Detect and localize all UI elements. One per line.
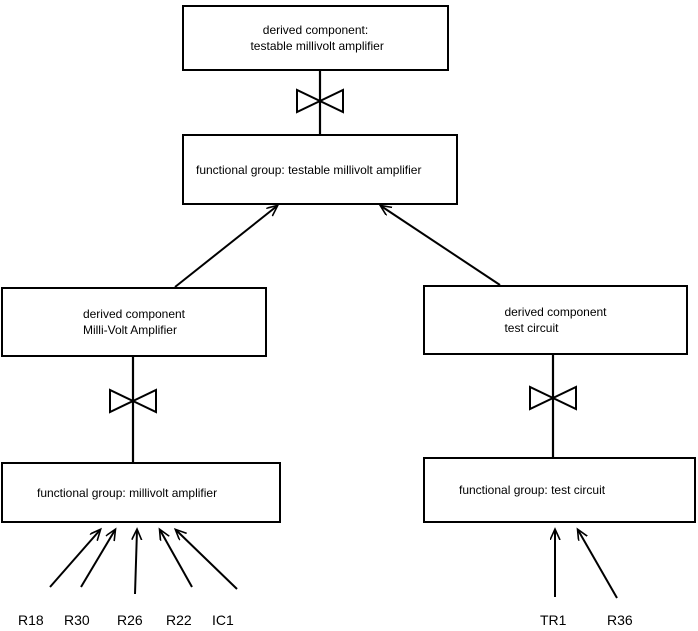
leaf-label-r18[interactable]: R18 <box>18 612 44 628</box>
leaf-arrow-r36 <box>578 530 618 599</box>
leaf-arrow-r18 <box>49 530 100 588</box>
node-label-line1: functional group: millivolt amplifier <box>37 485 218 500</box>
aggregation-arrow-milli-volt-amplifier <box>174 206 277 288</box>
node-functional-group-millivolt-amplifier[interactable]: functional group: millivolt amplifier <box>1 462 281 523</box>
leaf-label-r30[interactable]: R30 <box>64 612 90 628</box>
node-label: derived component test circuit <box>504 304 606 336</box>
leaf-label-tr1[interactable]: TR1 <box>540 612 567 628</box>
node-derived-component-test-circuit[interactable]: derived component test circuit <box>423 285 688 355</box>
leaf-arrow-r22 <box>160 530 193 588</box>
node-label-line2: Milli-Volt Amplifier <box>82 323 177 337</box>
node-label-line1: derived component <box>504 305 607 319</box>
node-label-line2: test circuit <box>504 321 559 335</box>
leaf-label-r22[interactable]: R22 <box>166 612 192 628</box>
leaf-arrow-ic1 <box>176 530 238 590</box>
node-derived-component-testable-millivolt-amplifier[interactable]: derived component: testable millivolt am… <box>182 5 449 71</box>
node-label: functional group: testable millivolt amp… <box>196 162 421 178</box>
node-functional-group-testable-millivolt-amplifier[interactable]: functional group: testable millivolt amp… <box>182 134 458 205</box>
node-label-line2: testable millivolt amplifier <box>247 39 384 53</box>
node-label: functional group: test circuit <box>459 482 605 498</box>
node-label: functional group: millivolt amplifier <box>37 485 217 501</box>
node-functional-group-test-circuit[interactable]: functional group: test circuit <box>423 457 696 523</box>
leaf-label-r36[interactable]: R36 <box>607 612 633 628</box>
leaf-label-r26[interactable]: R26 <box>117 612 143 628</box>
leaf-arrow-r26 <box>135 530 137 595</box>
leaf-arrow-r30 <box>80 530 115 588</box>
node-label: derived component: testable millivolt am… <box>247 22 384 54</box>
composition-connector-left <box>109 357 157 462</box>
leaf-label-ic1[interactable]: IC1 <box>212 612 234 628</box>
node-label-line1: functional group: test circuit <box>459 483 606 497</box>
aggregation-arrow-test-circuit <box>381 206 501 286</box>
composition-connector-right <box>529 355 577 457</box>
node-label-line1: derived component <box>82 307 186 321</box>
node-label-line1: functional group: testable millivolt amp… <box>196 162 422 177</box>
node-label-line1: derived component: <box>262 23 369 37</box>
composition-connector-top <box>296 71 344 134</box>
